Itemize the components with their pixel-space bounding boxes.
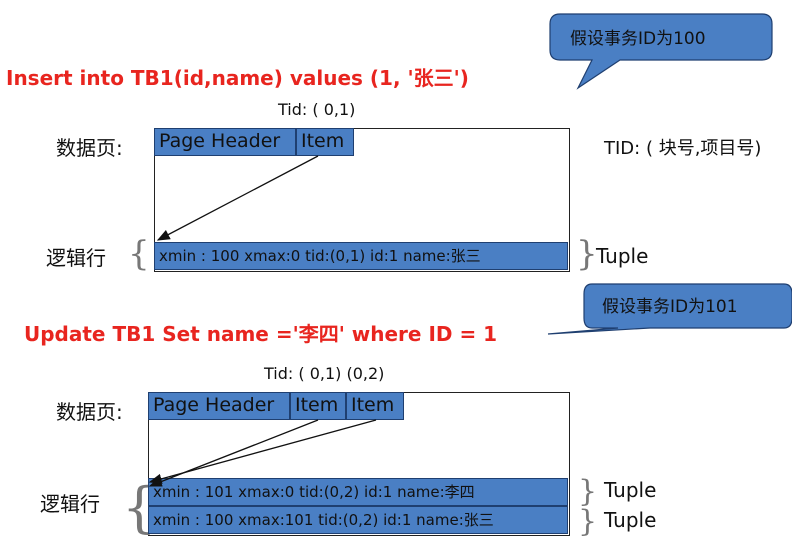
- brace-right-2a: }: [578, 474, 598, 509]
- arrow-item-1-to-tuple: [156, 155, 319, 241]
- brace-left-1: {: [128, 234, 150, 274]
- callout-1: [549, 13, 773, 90]
- brace-right-1: }: [576, 234, 598, 274]
- arrow-item-2-2-to-tuple: [148, 419, 377, 484]
- item-2-1: Item: [290, 392, 346, 420]
- callout-2: [547, 283, 792, 335]
- tid-1: Tid: ( 0,1): [278, 100, 356, 119]
- tuple-label-2-1: Tuple: [604, 478, 657, 502]
- page-header-1: Page Header: [154, 128, 296, 156]
- logical-row-label-2: 逻辑行: [40, 492, 100, 516]
- tid-note: TID: ( 块号,项目号): [604, 138, 762, 159]
- tuple-1-1: xmin : 100 xmax:0 tid:(0,1) id:1 name:张三: [154, 242, 568, 270]
- callout-1-text: 假设事务ID为100: [570, 29, 706, 49]
- tuple-label-1-1: Tuple: [596, 244, 649, 268]
- callout-2-text: 假设事务ID为101: [602, 297, 738, 317]
- update-sql: Update TB1 Set name ='李四' where ID = 1: [24, 322, 498, 346]
- page-header-2: Page Header: [148, 392, 290, 420]
- arrow-item-2-1-to-tuple: [148, 419, 319, 487]
- tuple-2-1: xmin : 101 xmax:0 tid:(0,2) id:1 name:李四: [148, 478, 568, 506]
- page-label-1: 数据页:: [56, 136, 123, 160]
- tuple-2-2: xmin : 100 xmax:101 tid:(0,2) id:1 name:…: [148, 506, 568, 534]
- insert-sql: Insert into TB1(id,name) values (1, '张三'…: [6, 66, 469, 90]
- logical-row-label-1: 逻辑行: [46, 246, 106, 270]
- item-1-1: Item: [296, 128, 354, 156]
- brace-right-2b: }: [578, 504, 598, 539]
- item-2-2: Item: [346, 392, 404, 420]
- tid-2: Tid: ( 0,1) (0,2): [264, 364, 385, 383]
- tuple-label-2-2: Tuple: [604, 508, 657, 532]
- page-label-2: 数据页:: [56, 400, 123, 424]
